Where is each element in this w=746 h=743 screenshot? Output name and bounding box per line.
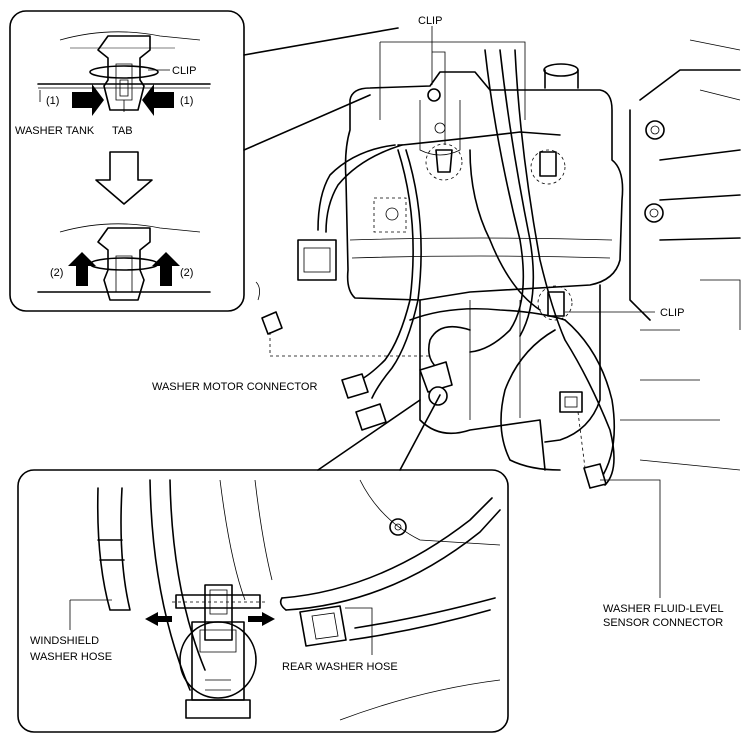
washer-tank-assembly <box>344 41 624 471</box>
hose-disconnect-inset <box>17 394 509 733</box>
body-structure-right <box>620 39 741 471</box>
label-step-1-right: (1) <box>180 95 193 107</box>
label-washer-motor-connector: WASHER MOTOR CONNECTOR <box>152 381 317 393</box>
label-windshield-hose-line1: WINDSHIELD <box>30 635 99 647</box>
label-clip-right: CLIP <box>660 307 684 319</box>
label-step-2-right: (2) <box>180 267 193 279</box>
label-step-1-left: (1) <box>46 95 59 107</box>
label-windshield-hose-line2: WASHER HOSE <box>30 651 112 663</box>
harness-connectors <box>255 239 607 489</box>
wire-harness <box>317 49 616 486</box>
label-fluid-level-line1: WASHER FLUID-LEVEL <box>603 603 724 615</box>
callout-leaders <box>269 26 661 598</box>
label-fluid-level-line2: SENSOR CONNECTOR <box>603 617 723 629</box>
label-rear-washer-hose: REAR WASHER HOSE <box>282 661 398 673</box>
label-step-2-left: (2) <box>50 267 63 279</box>
label-clip-top: CLIP <box>418 15 442 27</box>
label-clip-inset: CLIP <box>172 65 196 77</box>
clip-removal-inset <box>9 10 399 312</box>
label-tab: TAB <box>112 125 133 137</box>
labels: CLIP CLIP (1) (1) WASHER TANK TAB (2) (2… <box>15 15 724 673</box>
label-washer-tank: WASHER TANK <box>15 125 95 137</box>
